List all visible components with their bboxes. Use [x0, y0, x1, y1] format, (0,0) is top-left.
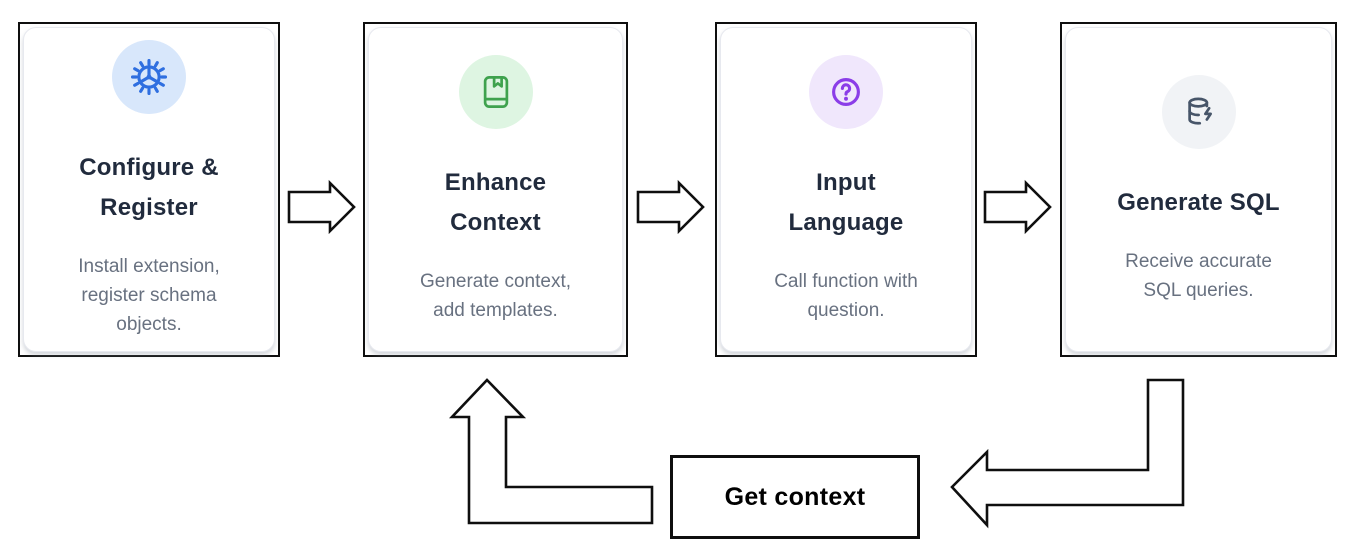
step-title: Generate SQL [1117, 188, 1280, 216]
step-title: Input Language [788, 168, 904, 236]
step-title: Configure & Register [79, 154, 219, 221]
step-description: Call function with question. [774, 270, 918, 321]
get-context-label: Get context [724, 482, 866, 511]
database-zap-icon [1161, 74, 1236, 149]
flow-arrow-3 [983, 179, 1052, 235]
step-description: Receive accurate SQL queries. [1125, 250, 1272, 301]
flow-arrow-1 [287, 179, 356, 235]
step-title: Enhance Context [444, 168, 547, 236]
step-card-configure-register: Configure & Register Install extension, … [18, 22, 280, 357]
help-circle-icon [809, 54, 883, 129]
step-description: Generate context, add templates. [419, 270, 572, 321]
step-description: Install extension, register schema objec… [78, 256, 220, 335]
get-context-box: Get context [670, 455, 920, 539]
step-card-enhance-context: Enhance Context Generate context, add te… [363, 22, 628, 357]
loop-up-elbow-arrow [448, 378, 654, 525]
flow-arrow-2 [636, 179, 705, 235]
loop-left-elbow-arrow [950, 378, 1185, 529]
book-bookmark-icon [458, 54, 533, 129]
step-card-generate-sql: Generate SQL Receive accurate SQL querie… [1060, 22, 1337, 357]
gear-icon [112, 40, 186, 114]
step-card-input-language: Input Language Call function with questi… [715, 22, 977, 357]
